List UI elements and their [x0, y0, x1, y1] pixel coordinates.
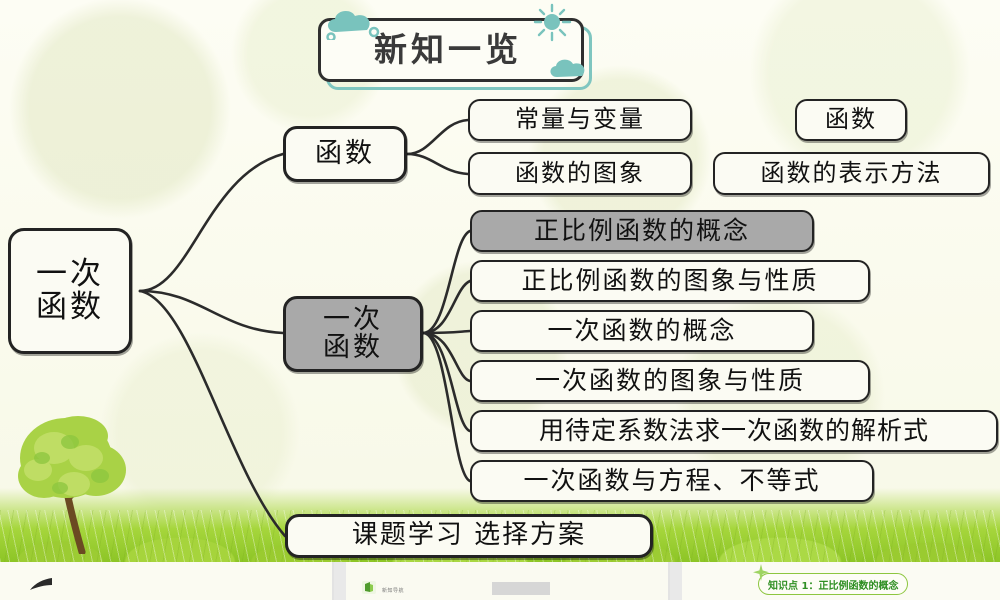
leaf-node-proportional-graph-property[interactable]: 正比例函数的图象与性质 — [470, 260, 870, 302]
leaf-node-constant-variable[interactable]: 常量与变量 — [468, 99, 692, 141]
root-label-line2: 函数 — [36, 289, 104, 325]
leaf-node-proportional-concept[interactable]: 正比例函数的概念 — [470, 210, 814, 252]
leaf-node-linear-graph-property[interactable]: 一次函数的图象与性质 — [470, 360, 870, 402]
mini-tool-label: 新知导航 — [382, 588, 405, 594]
status-badge-knowledge-point: 知识点 1：正比例函数的概念 — [758, 573, 909, 595]
leaf-label: 常量与变量 — [515, 105, 645, 134]
knowledge-point-label: 知识点 1：正比例函数的概念 — [768, 580, 899, 592]
leaf-label: 函数 — [825, 105, 877, 134]
mindmap-root-node[interactable]: 一次 函数 — [8, 228, 132, 354]
bottom-panel-left — [0, 562, 334, 600]
branch-label: 函数 — [315, 137, 375, 169]
branch-label-line1: 一次 — [323, 303, 383, 335]
mini-tool-icon[interactable] — [362, 581, 376, 594]
leaf-label: 正比例函数的图象与性质 — [521, 265, 819, 295]
root-label-line1: 一次 — [36, 256, 104, 293]
branch-node-function[interactable]: 函数 — [283, 126, 407, 182]
leaf-node-function[interactable]: 函数 — [795, 99, 907, 141]
mini-placeholder-block — [492, 582, 550, 595]
title-banner — [318, 18, 584, 82]
leaf-node-function-graph[interactable]: 函数的图象 — [468, 152, 692, 195]
cursor-arrow-icon — [30, 578, 52, 590]
leaf-label: 一次函数的图象与性质 — [534, 365, 805, 395]
leaf-label: 一次函数的概念 — [547, 315, 737, 345]
leaf-node-undetermined-coefficient[interactable]: 用待定系数法求一次函数的解析式 — [470, 410, 998, 452]
leaf-node-equation-inequality[interactable]: 一次函数与方程、不等式 — [470, 460, 874, 502]
branch-node-linear-function[interactable]: 一次 函数 — [283, 296, 423, 372]
leaf-label: 正比例函数的概念 — [533, 215, 750, 245]
branch-label: 课题学习 选择方案 — [351, 520, 587, 551]
leaf-label: 用待定系数法求一次函数的解析式 — [538, 415, 929, 445]
page-title: 新知一览 — [374, 30, 522, 69]
leaf-node-linear-concept[interactable]: 一次函数的概念 — [470, 310, 814, 352]
leaf-node-function-representation[interactable]: 函数的表示方法 — [713, 152, 990, 195]
tree-icon — [18, 416, 126, 554]
branch-node-project-study[interactable]: 课题学习 选择方案 — [285, 514, 653, 558]
leaf-label: 函数的表示方法 — [760, 158, 943, 187]
sparkle-icon — [753, 564, 769, 581]
leaf-label: 一次函数与方程、不等式 — [523, 465, 821, 495]
branch-label-line2: 函数 — [323, 332, 383, 363]
leaf-label: 函数的图象 — [515, 158, 645, 187]
